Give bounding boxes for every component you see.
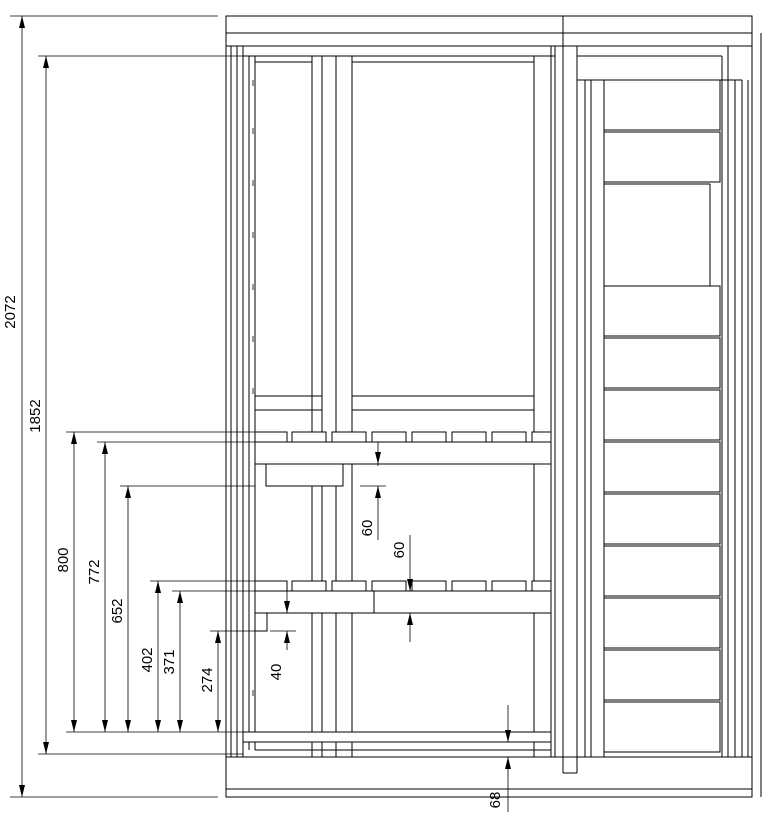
label-inner-height: 1852 bbox=[27, 399, 44, 432]
shelf-2 bbox=[254, 580, 552, 632]
label-gap-small: 40 bbox=[268, 664, 285, 681]
shelf-1 bbox=[254, 431, 552, 487]
dimension-inner-height bbox=[43, 56, 49, 754]
dimension-371 bbox=[177, 591, 183, 732]
label-shelf1-top: 800 bbox=[55, 547, 72, 572]
bottom-rail bbox=[242, 731, 552, 751]
label-gap-upper: 60 bbox=[359, 520, 376, 537]
label-plinth: 68 bbox=[487, 792, 504, 809]
label-shelf1-bottom: 772 bbox=[86, 559, 103, 584]
cabinet-outline bbox=[225, 15, 762, 798]
label-total-height: 2072 bbox=[2, 295, 19, 328]
dimension-274 bbox=[215, 631, 221, 732]
dimension-800 bbox=[71, 432, 77, 732]
dimension-652 bbox=[125, 486, 131, 732]
center-posts bbox=[311, 46, 556, 757]
drawer-stack bbox=[603, 79, 721, 753]
divider-posts bbox=[562, 33, 752, 774]
dimension-gap-upper bbox=[360, 442, 386, 540]
dimension-plinth bbox=[505, 705, 511, 812]
label-shelf2-top: 402 bbox=[139, 647, 156, 672]
dimension-772 bbox=[102, 442, 108, 732]
label-lower-block: 274 bbox=[199, 667, 216, 692]
middle-rail bbox=[254, 395, 535, 411]
dimension-gap-small bbox=[270, 591, 296, 650]
label-shelf2-bottom: 371 bbox=[161, 649, 178, 674]
label-shelf1-block: 652 bbox=[109, 598, 126, 623]
dimension-402 bbox=[155, 581, 161, 732]
extension-lines bbox=[10, 15, 255, 798]
left-side-panels bbox=[230, 46, 256, 757]
label-gap-middle: 60 bbox=[391, 542, 408, 559]
top-rail bbox=[242, 45, 556, 63]
dimension-gap-middle bbox=[407, 535, 413, 642]
dimension-total-height bbox=[19, 16, 25, 797]
